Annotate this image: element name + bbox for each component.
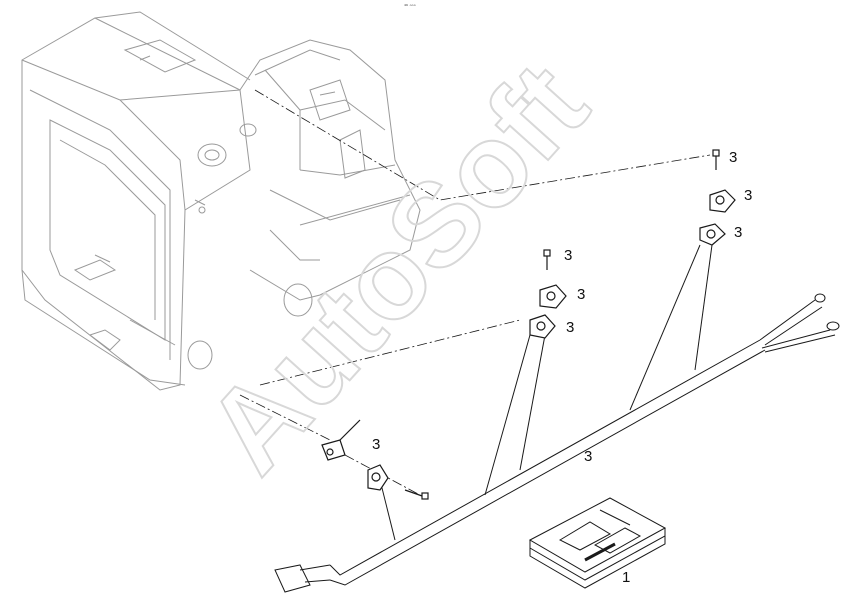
wiring-harness: [274, 244, 840, 593]
callout-manual: 1: [622, 569, 631, 586]
callout-harness: 3: [584, 448, 593, 465]
callout-clamp-left: 3: [372, 436, 381, 453]
top-tag: ⁴⁶ ᵒᵒᵒ: [404, 4, 416, 10]
callout-clamp-top-right: 3: [744, 187, 753, 204]
clamps-and-bolts: [321, 149, 736, 500]
callout-bolt-top-right: 3: [729, 149, 738, 166]
callout-clamp-lower-right: 3: [734, 224, 743, 241]
callout-clamp-mid-lower: 3: [566, 319, 575, 336]
machine-frame-ghost: [21, 11, 421, 391]
operator-manual: [528, 497, 667, 589]
callout-bolt-mid: 3: [564, 247, 573, 264]
callout-clamp-mid-upper: 3: [577, 286, 586, 303]
